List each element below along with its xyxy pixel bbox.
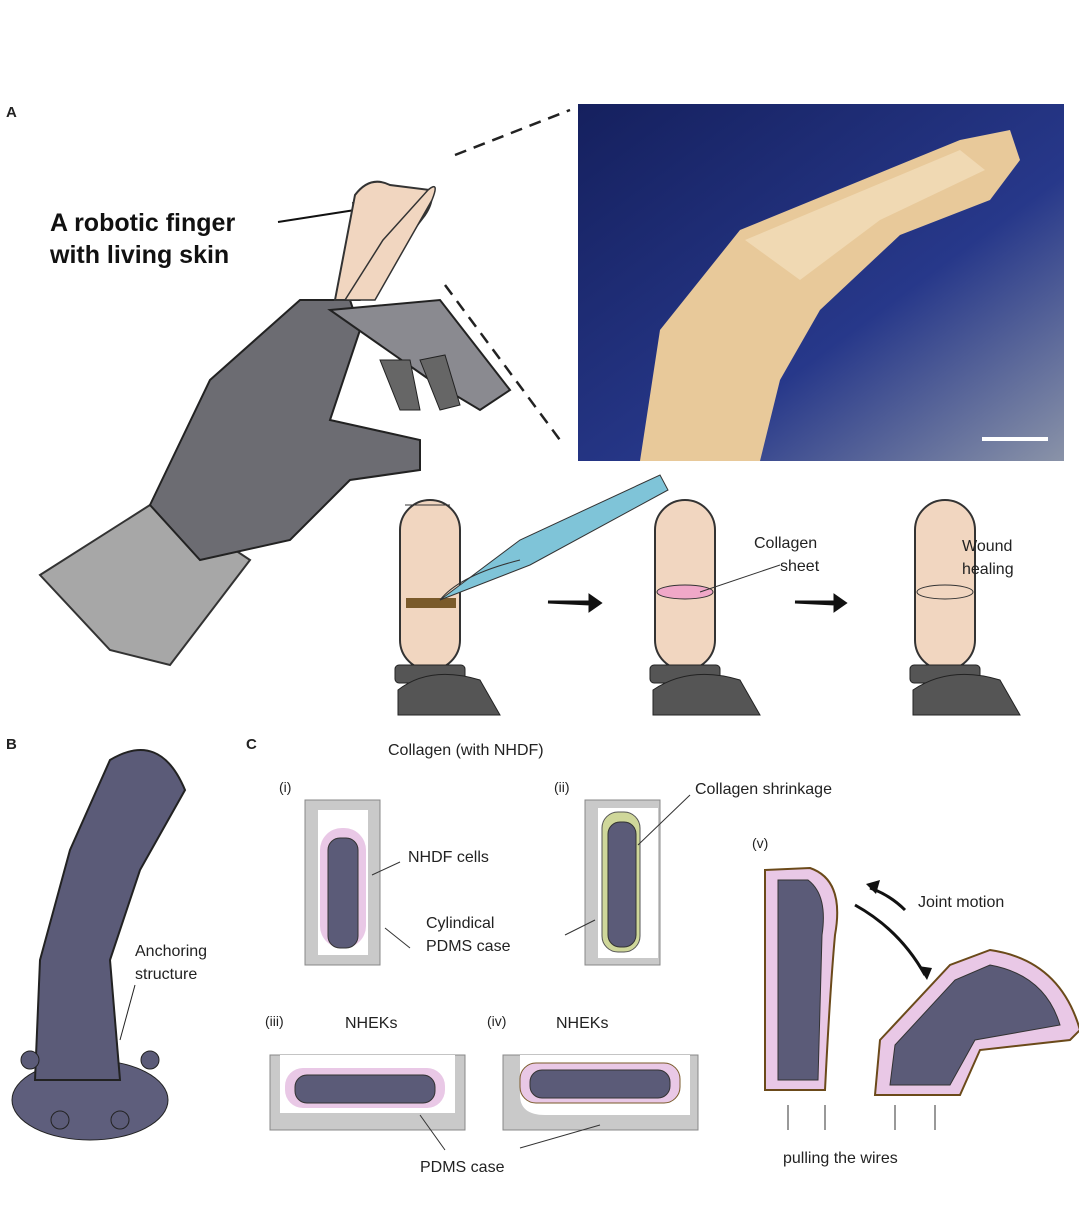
wound-line1: Wound <box>962 538 1013 555</box>
collagen-nhdf-label: Collagen (with NHDF) <box>388 742 544 759</box>
step-iv: (iv) <box>487 1013 507 1029</box>
step-v: (v) <box>752 835 769 851</box>
finger-photo <box>578 104 1064 461</box>
anchoring-structure-label: Anchoring structure <box>135 940 207 986</box>
case-line1: Cylindical <box>426 915 495 932</box>
pulling-wires-label: pulling the wires <box>783 1150 898 1167</box>
collagen-sheet-label: Collagen sheet <box>752 532 819 578</box>
panel-label-a: A <box>6 104 17 121</box>
collagen-line1: Collagen <box>753 535 818 552</box>
fabrication-schematics <box>269 794 1079 1151</box>
collagen-shrinkage-label: Collagen shrinkage <box>695 781 832 798</box>
wound-healing-sequence <box>394 474 1021 716</box>
step-iii: (iii) <box>265 1013 284 1029</box>
anchor-line2: structure <box>135 966 198 983</box>
nhdf-cells-label: NHDF cells <box>408 849 489 866</box>
wound-healing-label: Wound healing <box>962 535 1014 581</box>
robotic-finger-model <box>11 749 187 1141</box>
scale-bar <box>982 437 1048 441</box>
wound-line2: healing <box>962 561 1014 578</box>
headline-line2: with living skin <box>50 241 230 269</box>
step-i: (i) <box>279 779 292 795</box>
robotic-hand-illustration <box>38 180 512 667</box>
step-ii: (ii) <box>554 779 570 795</box>
panel-label-c: C <box>246 736 257 753</box>
headline-line1: A robotic finger <box>50 209 236 237</box>
collagen-line2: sheet <box>780 558 820 575</box>
case-line2: PDMS case <box>426 938 511 955</box>
nheks-label-2: NHEKs <box>556 1015 609 1032</box>
panel-label-b: B <box>6 736 17 753</box>
pdms-case-label: PDMS case <box>420 1159 505 1176</box>
joint-motion-label: Joint motion <box>918 894 1005 911</box>
anchor-line1: Anchoring <box>135 943 208 960</box>
nheks-label-1: NHEKs <box>345 1015 398 1032</box>
